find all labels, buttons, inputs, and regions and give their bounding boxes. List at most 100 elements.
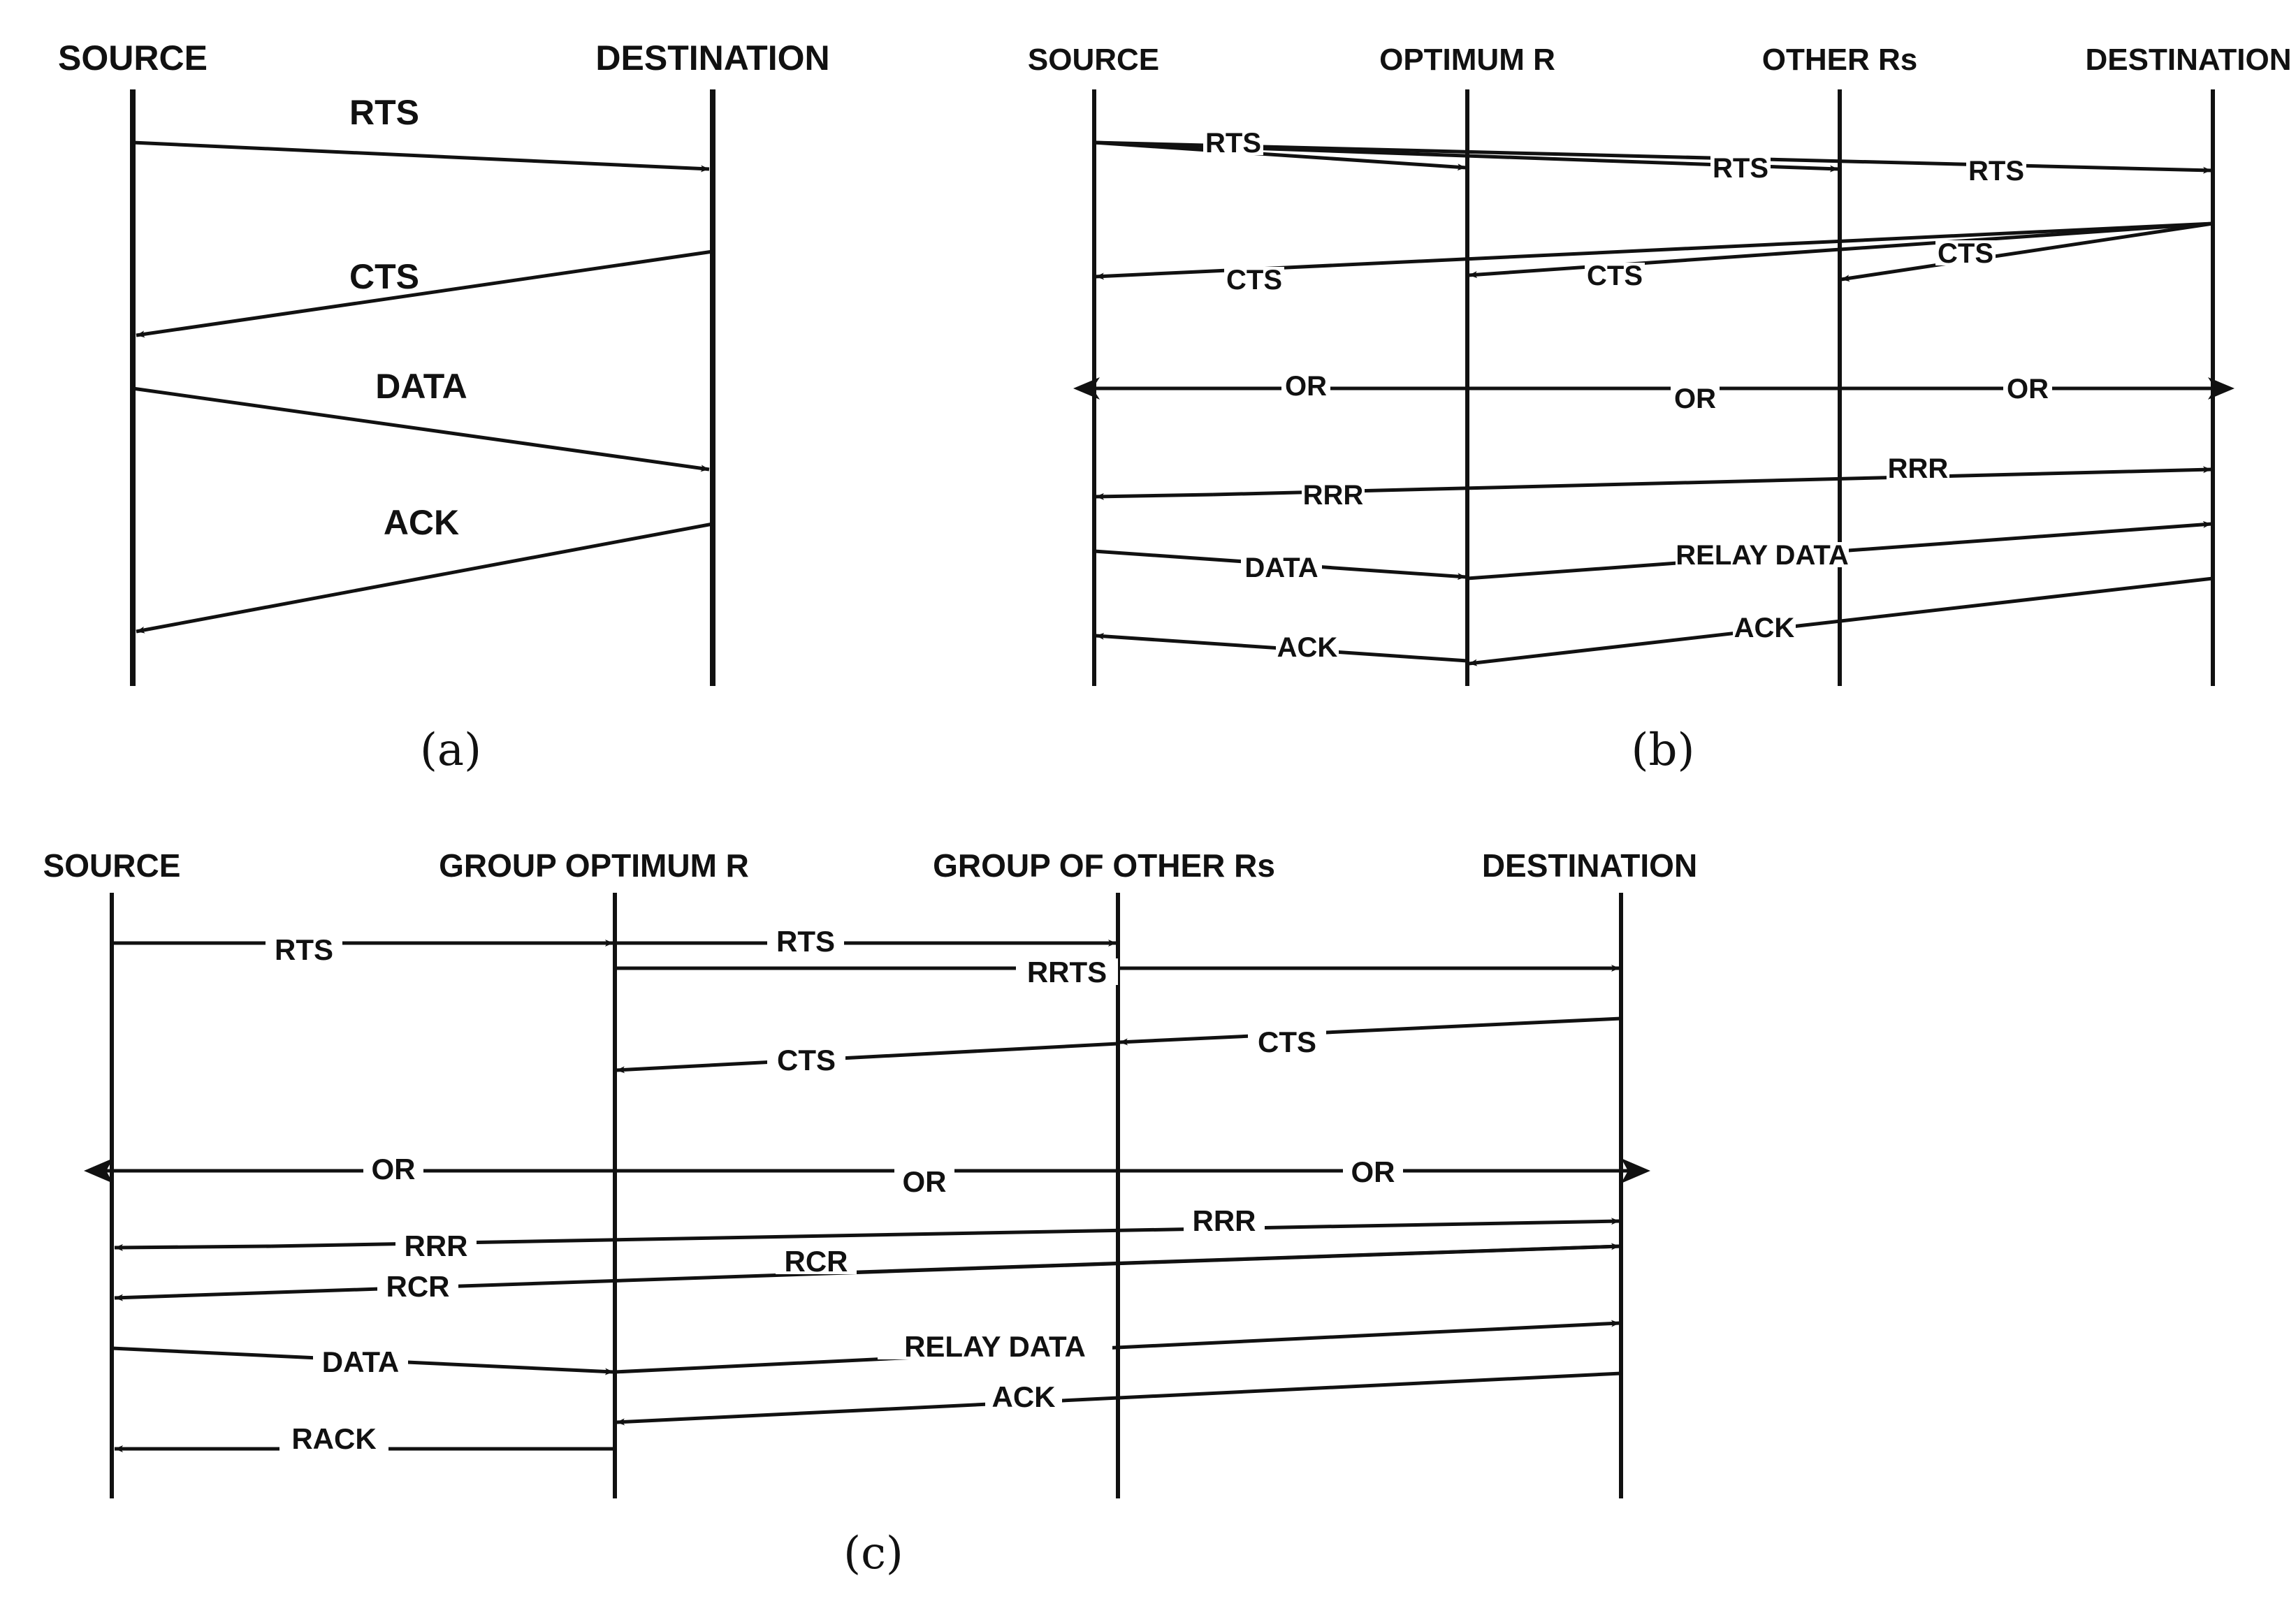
arrowhead-right [2208,377,2235,400]
label-backdrop [363,1155,423,1182]
message-label: CTS [1226,265,1282,295]
label-backdrop [377,1273,458,1299]
label-backdrop [878,1333,1112,1359]
entity-header-destination: DESTINATION [1482,847,1697,884]
label-backdrop [279,1425,388,1452]
message-label: CTS [349,257,419,296]
message-label: RTS [1713,153,1768,184]
entity-header-group-optimum-r: GROUP OPTIMUM R [439,847,749,884]
panel-c: SOURCE GROUP OPTIMUM R GROUP OF OTHER Rs… [43,847,1698,1579]
entity-header-source: SOURCE [1028,43,1159,77]
label-backdrop [1343,1158,1403,1185]
label-backdrop [266,936,342,963]
message-arrow [616,1371,1622,1426]
message-label: OR [1285,371,1327,402]
label-backdrop [1302,482,1365,507]
message-arrow [1095,492,1214,500]
label-backdrop [2003,376,2052,401]
message-arrow [1468,576,2214,666]
label-backdrop [985,1383,1062,1410]
entity-header-source: SOURCE [58,38,208,78]
label-backdrop [1016,958,1118,985]
message-arrow [1212,466,2212,497]
arrowhead-right [1621,1158,1650,1183]
message-label: RRR [1888,453,1949,484]
message-label: RTS [349,93,419,132]
label-backdrop [1887,455,1949,481]
message-arrow [270,1218,1620,1248]
message-label: CTS [1938,238,1993,269]
message-label: DATA [322,1345,399,1378]
message-label: RCR [386,1270,450,1303]
entity-header-other-rs: OTHER Rs [1762,43,1917,77]
arrowhead-left [84,1158,113,1183]
label-backdrop [767,1046,845,1073]
message-label: RCR [785,1245,848,1278]
label-backdrop [776,1248,857,1274]
message-label: OR [2007,374,2049,404]
message-label: ACK [384,503,459,542]
label-backdrop [1966,158,2026,183]
label-backdrop [1224,267,1284,292]
message-label: RRR [1303,480,1364,511]
panel-caption: (b) [1632,724,1695,776]
label-backdrop [1733,615,1796,640]
message-arrow [616,1042,1119,1074]
entity-header-source: SOURCE [43,847,181,884]
message-arrow [614,1320,1620,1374]
message-label: RTS [776,925,835,958]
message-label: ACK [1277,632,1338,663]
message-label: CTS [1258,1025,1316,1058]
message-label: RTS [1968,156,2024,187]
message-arrow [136,522,713,634]
label-backdrop [1184,1207,1265,1234]
label-backdrop [1281,373,1330,398]
message-arrow [1119,1016,1622,1046]
label-backdrop [1276,634,1339,659]
message-arrow [136,249,713,338]
label-backdrop [1203,130,1263,155]
panel-caption: (a) [420,724,481,776]
entity-header-group-other-rs: GROUP OF OTHER Rs [933,847,1275,884]
message-label: OR [903,1165,947,1198]
entity-header-optimum-r: OPTIMUM R [1379,43,1555,77]
message-label: CTS [1587,261,1643,291]
message-label: RELAY DATA [904,1330,1086,1363]
message-label: ACK [1734,613,1795,643]
panel-a: SOURCE DESTINATION RTS CTS DATA ACK (a) [58,38,830,776]
label-backdrop [1710,155,1771,180]
label-backdrop [1241,555,1322,580]
label-backdrop [767,928,844,954]
message-label: OR [1351,1155,1395,1188]
label-backdrop [1676,542,1849,567]
arrowhead-left [1073,377,1100,400]
message-arrow [132,386,710,472]
message-label: OR [372,1153,416,1185]
message-arrow [132,140,710,173]
label-backdrop [1671,386,1720,411]
message-label: RELAY DATA [1676,540,1848,571]
label-backdrop [1248,1028,1326,1055]
message-label: DATA [1244,553,1318,583]
label-backdrop [313,1348,408,1375]
label-backdrop [395,1232,477,1259]
entity-header-destination: DESTINATION [2086,43,2292,77]
message-label: CTS [777,1044,836,1076]
message-label: DATA [375,367,467,406]
message-label: OR [1674,384,1716,414]
message-arrow [1093,140,1467,171]
message-arrow [1840,221,2214,282]
message-label: RTS [275,933,333,966]
message-label: ACK [992,1380,1056,1413]
message-arrow [114,1243,272,1251]
message-label: RACK [291,1422,376,1455]
message-label: RRR [405,1229,468,1262]
message-arrow [838,1243,1620,1275]
label-backdrop [894,1168,954,1195]
entity-header-destination: DESTINATION [595,38,829,78]
label-backdrop [1585,263,1645,288]
panel-caption: (c) [843,1528,903,1579]
message-label: RRR [1193,1204,1256,1237]
message-label: RTS [1205,128,1261,159]
